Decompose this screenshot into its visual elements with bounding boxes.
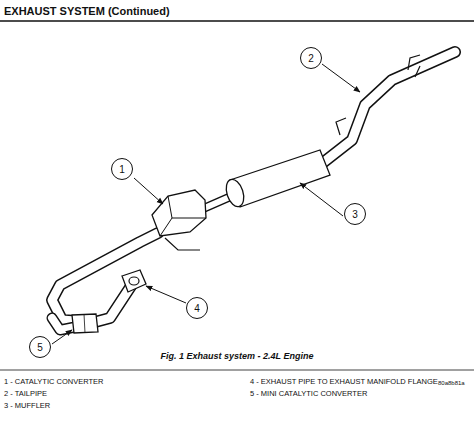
callout-number: 1 (119, 164, 125, 175)
muffler (223, 150, 330, 209)
pipes (52, 52, 455, 330)
callout-circle: 1 (111, 158, 133, 180)
mini-catalytic-converter (72, 314, 98, 333)
callout-number: 4 (194, 303, 200, 314)
hangers (336, 55, 420, 135)
legend-entry: 2 - TAILPIPE (4, 390, 47, 398)
title-rule (0, 20, 474, 22)
legend-entry: 3 - MUFFLER (4, 402, 50, 410)
page-title: EXHAUST SYSTEM (Continued) (4, 5, 170, 17)
legend-entry: 4 - EXHAUST PIPE TO EXHAUST MANIFOLD FLA… (250, 378, 438, 386)
manifold-flange (122, 270, 146, 292)
catalytic-converter (152, 190, 206, 250)
callout-number: 5 (37, 342, 43, 353)
caption-rule (0, 370, 474, 371)
callout-circle: 3 (344, 203, 366, 225)
callout-circle: 5 (29, 336, 51, 358)
figure-caption: Fig. 1 Exhaust system - 2.4L Engine (161, 352, 314, 362)
callout-number: 3 (352, 209, 358, 220)
figure-code: 80a8b81a (438, 380, 465, 387)
callout-circle: 4 (186, 297, 208, 319)
leader-lines (52, 64, 360, 344)
legend-entry: 5 - MINI CATALYTIC CONVERTER (250, 390, 367, 398)
legend-entry: 1 - CATALYTIC CONVERTER (4, 378, 103, 386)
callout-circle: 2 (300, 47, 322, 69)
callout-number: 2 (308, 53, 314, 64)
